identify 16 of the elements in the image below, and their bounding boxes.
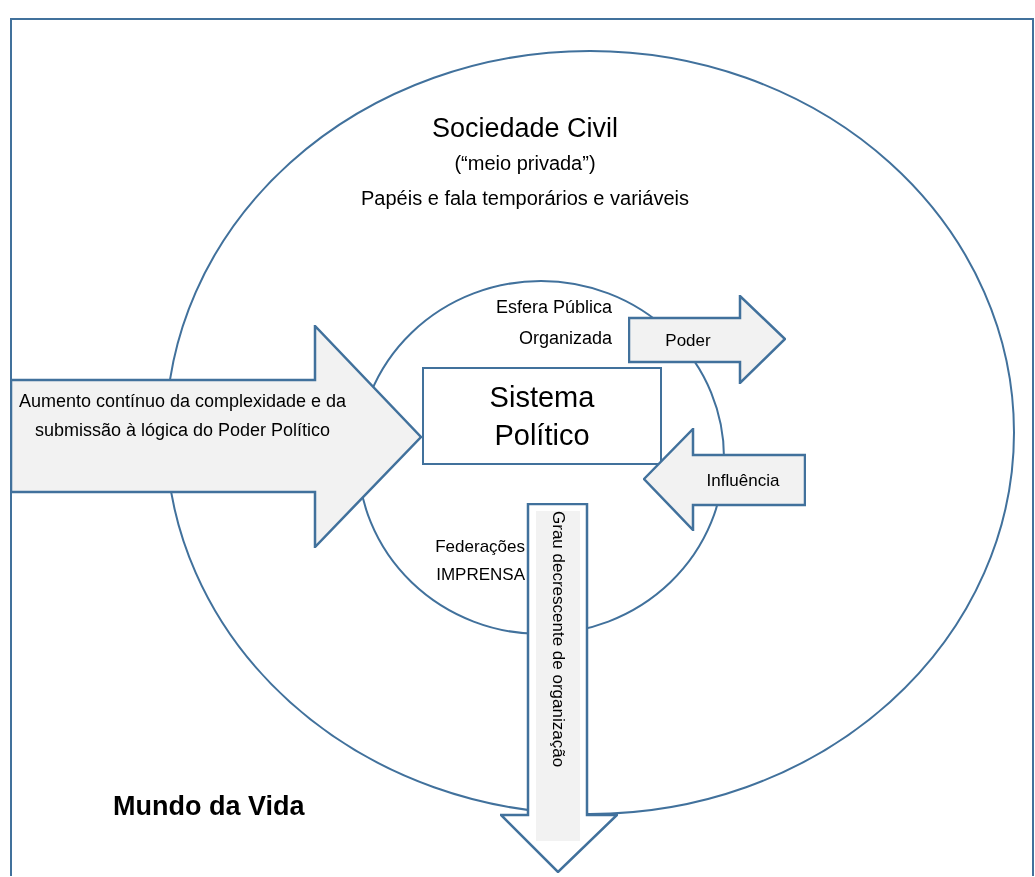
circle-label: Federações IMPRENSA xyxy=(434,536,525,586)
circle-title: Esfera Pública Organizada xyxy=(494,296,612,350)
block-arrow xyxy=(628,295,786,384)
arrow-label: Poder xyxy=(664,330,712,352)
block-arrow xyxy=(643,428,806,531)
arrow-label: Aumento contínuo da complexidade e da submissão à lógica do Poder Político xyxy=(17,390,348,442)
process-box xyxy=(422,367,662,465)
circle-description: Papéis e fala temporários e variáveis xyxy=(360,186,690,211)
box-label: Sistema Político xyxy=(488,380,596,453)
outer-frame xyxy=(10,18,1034,876)
circle-subtitle: (“meio privada”) xyxy=(453,151,597,176)
block-arrow xyxy=(10,325,422,548)
circle-title: Sociedade Civil xyxy=(430,112,620,145)
arrow-label: Influência xyxy=(705,470,781,492)
region-label: Mundo da Vida xyxy=(113,790,305,823)
arrow-label: Grau decrescente de organização xyxy=(536,511,580,841)
